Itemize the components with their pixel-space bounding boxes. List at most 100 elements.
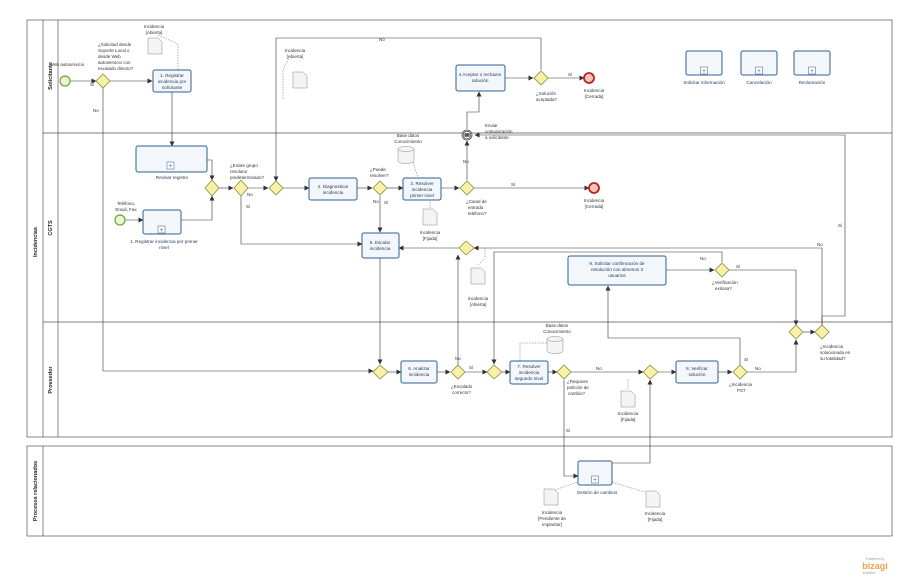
g-total-label-2: solucionada en bbox=[820, 350, 851, 355]
task-resolver-segundo-nivel: 7. Resolver incidencia segundo nivel bbox=[509, 360, 549, 385]
g-verif-label-2: exitosa? bbox=[715, 286, 732, 291]
end-1-label-1: Incidencia bbox=[584, 88, 605, 93]
pool-label: Incidencias bbox=[33, 227, 39, 257]
g-verif-si: Sí bbox=[736, 264, 741, 269]
subprocess-revisar-registro: + Revisar registro bbox=[135, 145, 208, 180]
enviar-label-3: a solicitante bbox=[485, 135, 509, 140]
svg-text:2. Diagnosticar: 2. Diagnosticar bbox=[318, 184, 349, 189]
svg-text:5. Escalar: 5. Escalar bbox=[370, 240, 391, 245]
svg-text:7. Resolver: 7. Resolver bbox=[517, 364, 541, 369]
svg-text:Solicitar información: Solicitar información bbox=[683, 80, 725, 85]
svg-text:+: + bbox=[810, 69, 814, 75]
pool-related-label: Procesos relacionados bbox=[33, 461, 39, 521]
bizagi-logo: Powered by bizagi Modeler bbox=[862, 557, 888, 575]
svg-text:8. Verificar: 8. Verificar bbox=[686, 366, 708, 371]
enviar-label-2: comunicación bbox=[485, 129, 513, 134]
doc-abierta-2-l1: Incidencia bbox=[285, 48, 306, 53]
doc-fijada-3-l1: Incidencia bbox=[645, 511, 666, 516]
g-cambio-no: No bbox=[596, 366, 602, 371]
lane-solicitante: Solicitante bbox=[48, 62, 54, 90]
svg-text:1. Registrar incidencia por pr: 1. Registrar incidencia por primer bbox=[130, 239, 198, 244]
svg-text:4.Aceptar o rechazar: 4.Aceptar o rechazar bbox=[459, 72, 502, 77]
db-1-label-2: Conocimiento bbox=[394, 139, 422, 144]
svg-text:nivel: nivel bbox=[159, 245, 168, 250]
g-canal-label-1: ¿Canal de bbox=[466, 199, 487, 204]
g-cambio-label-1: ¿Requiere bbox=[567, 379, 589, 384]
db-2-label-2: Conocimiento bbox=[543, 329, 571, 334]
task-registrar-solicitante: 1. Registrar incidencia por solicitante bbox=[152, 69, 192, 93]
database-icon bbox=[546, 336, 564, 354]
associations bbox=[157, 34, 646, 493]
message-event-envelope-icon bbox=[461, 129, 473, 141]
g-aceptada-label-1: ¿Solución bbox=[536, 91, 557, 96]
g-aceptada-no: No bbox=[379, 37, 385, 42]
svg-text:9. Solicitar confirmación de: 9. Solicitar confirmación de bbox=[589, 261, 645, 266]
lane-cgts: CGTS bbox=[48, 220, 54, 236]
task-analizar: 6. Analizar incidencia bbox=[400, 360, 438, 384]
g-canal-label-2: entrada bbox=[468, 205, 484, 210]
gateway-solicitud bbox=[95, 73, 111, 89]
g-aceptada-si: Sí bbox=[568, 72, 573, 77]
g1-label-2: Soporte Local o bbox=[98, 48, 130, 53]
gateway-merge-final bbox=[788, 324, 804, 340]
g-total-si: Sí bbox=[838, 223, 843, 228]
svg-text:incidencia por: incidencia por bbox=[158, 79, 187, 84]
svg-text:incidencia: incidencia bbox=[412, 187, 433, 192]
svg-text:solución: solución bbox=[689, 372, 706, 377]
gateway-merge-cambio bbox=[642, 364, 659, 380]
svg-text:segundo nivel: segundo nivel bbox=[515, 376, 543, 381]
db-2-label-1: Base datos bbox=[546, 323, 569, 328]
g1-label-3: desde Web bbox=[98, 54, 121, 59]
end-1-label-2: [Cerrada] bbox=[585, 94, 604, 99]
svg-text:solicitante: solicitante bbox=[162, 85, 183, 90]
start-phone-label-1: Teléfono, bbox=[117, 201, 135, 206]
task-verificar: 8. Verificar solución bbox=[675, 360, 719, 384]
gateway-merge-registro bbox=[204, 179, 220, 197]
document-icon bbox=[620, 390, 636, 408]
end-2-label-1: Incidencia bbox=[584, 198, 605, 203]
gateway-grupo bbox=[233, 179, 249, 197]
svg-text:usuarios: usuarios bbox=[608, 273, 626, 278]
gateway-escalado bbox=[450, 364, 466, 380]
start-web-label: Web autoservicio bbox=[50, 62, 85, 67]
g1-no: No bbox=[93, 108, 99, 113]
task-escalar: 5. Escalar incidencia bbox=[361, 232, 400, 259]
document-icon bbox=[147, 37, 163, 55]
g1-si: Sí bbox=[90, 82, 95, 87]
doc-pend-l1: Incidencia bbox=[542, 510, 563, 515]
svg-text:+: + bbox=[757, 69, 761, 75]
svg-text:incidencia: incidencia bbox=[370, 246, 391, 251]
gateway-total bbox=[814, 324, 830, 340]
svg-text:+: + bbox=[169, 164, 173, 170]
svg-text:incidencia: incidencia bbox=[409, 372, 430, 377]
svg-text:Gestión de cambios: Gestión de cambios bbox=[577, 490, 618, 495]
gateway-cambio bbox=[556, 364, 572, 380]
document-icon bbox=[422, 208, 438, 226]
pool-procesos-relacionados: Procesos relacionados bbox=[26, 445, 893, 537]
g-total-label-1: ¿Incidencia bbox=[820, 344, 844, 349]
g-cambio-label-3: cambio? bbox=[568, 391, 586, 396]
document-icon bbox=[470, 267, 486, 285]
database-icon bbox=[397, 146, 415, 164]
task-resolver-primer-nivel: 3. Resolver incidencia primer nivel bbox=[402, 177, 442, 201]
gateway-verificacion bbox=[714, 262, 730, 278]
svg-text:solución: solución bbox=[472, 78, 489, 83]
g-escalado-label-2: correcto? bbox=[452, 390, 471, 395]
sequence-flows bbox=[70, 37, 846, 479]
start-event-phone bbox=[114, 214, 126, 226]
svg-text:+: + bbox=[160, 228, 164, 234]
doc-abierta-1-l2: [Abierta] bbox=[146, 30, 163, 35]
g-resolver-label-1: ¿Puede bbox=[370, 167, 386, 172]
g-resolver-si: Sí bbox=[384, 200, 389, 205]
svg-text:bizagi: bizagi bbox=[862, 561, 888, 571]
g-resolver-no: No bbox=[373, 199, 379, 204]
enviar-label-1: Enviar bbox=[485, 123, 498, 128]
g-ps7-label-1: ¿Incidencia bbox=[729, 382, 753, 387]
g-canal-si: Sí bbox=[511, 182, 516, 187]
g-resolver-label-2: resolver? bbox=[370, 173, 389, 178]
g-grupo-si: Sí bbox=[246, 204, 251, 209]
doc-abierta-1-l1: Incidencia bbox=[144, 24, 165, 29]
task-aceptar-rechazar: 4.Aceptar o rechazar solución bbox=[455, 64, 506, 92]
end-2-label-2: [Cerrada] bbox=[585, 204, 604, 209]
doc-abierta-3-l2: [Abierta] bbox=[470, 302, 487, 307]
